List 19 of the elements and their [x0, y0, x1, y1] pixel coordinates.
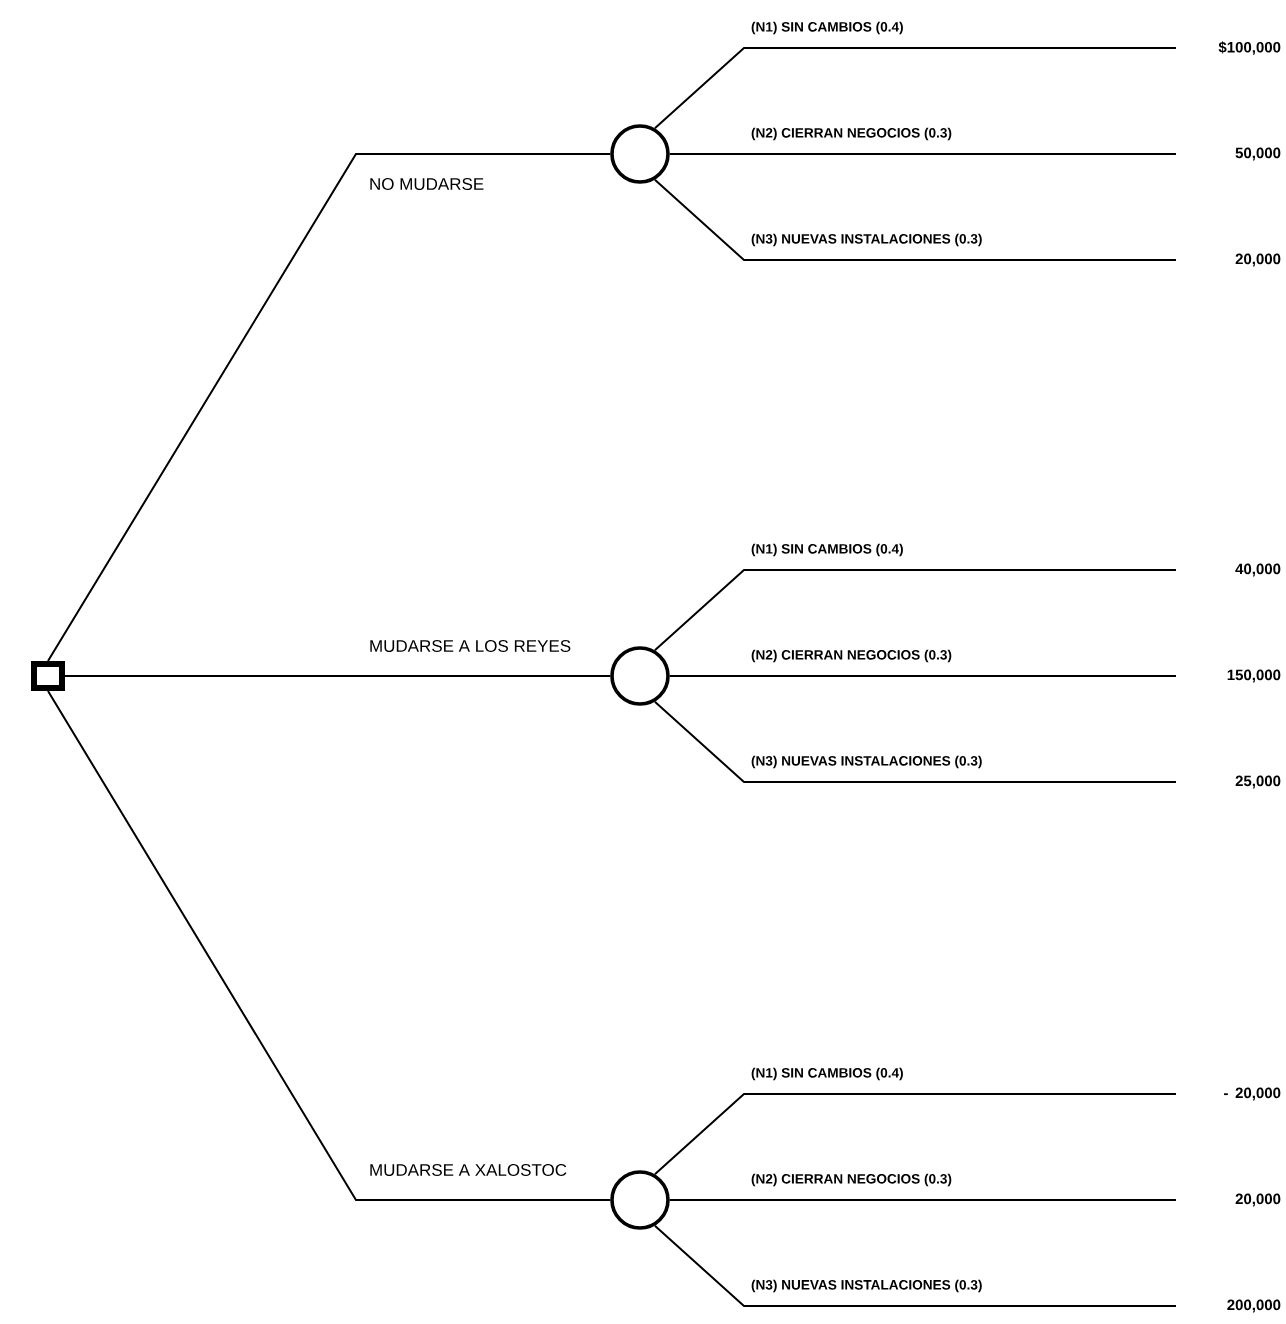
chance-circle [610, 124, 670, 184]
branch-line [653, 47, 1177, 130]
branch-line [47, 153, 612, 662]
branch-line [64, 675, 612, 677]
branch-label: NO MUDARSE [367, 176, 487, 192]
branch-line [668, 1199, 1177, 1201]
branch-line [653, 1093, 1177, 1176]
chance-circle [610, 646, 670, 706]
branch-line [668, 675, 1177, 677]
branch-line [653, 178, 1177, 261]
branch-line [653, 700, 1177, 783]
branch-line [653, 569, 1177, 652]
branch-label: MUDARSE A LOS REYES [367, 637, 574, 654]
branch-line [653, 1224, 1177, 1307]
branch-line [668, 153, 1177, 155]
decision-square [31, 661, 65, 691]
branch-line [47, 690, 612, 1201]
branch-label: MUDARSE A XALOSTOC [367, 1161, 570, 1178]
chance-circle [610, 1170, 670, 1230]
